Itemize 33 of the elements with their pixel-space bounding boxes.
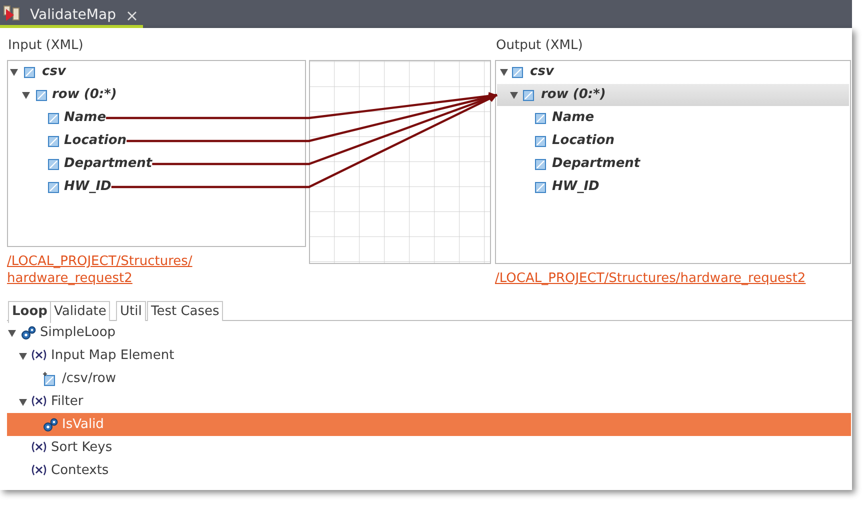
tab-title: ValidateMap <box>30 7 116 23</box>
mapping-line <box>111 94 498 188</box>
panel-heading: Output (XML) <box>496 38 583 54</box>
tree-item-label: Department <box>552 156 640 172</box>
selected-row <box>497 84 849 106</box>
tree-item-label: Input Map Element <box>51 348 174 364</box>
tree-item-label: row (0:*) <box>541 87 606 103</box>
tab: Util <box>116 301 146 321</box>
tree-item-label: csv <box>42 64 66 80</box>
tree-item-label: Location <box>552 133 615 149</box>
tab: Loop <box>8 301 52 323</box>
file-path-link: /LOCAL_PROJECT/Structures/hardware_request2 <box>495 270 806 287</box>
mapping-line <box>126 93 498 142</box>
tree-item-label: Name <box>552 110 594 126</box>
tree-item-label: Sort Keys <box>51 440 112 456</box>
tree-item-label: HW_ID <box>552 179 600 195</box>
tree-item-label: Filter <box>51 394 84 410</box>
tab: Validate <box>50 301 110 321</box>
tree-item-label: IsValid <box>62 417 104 433</box>
mapping-line <box>152 94 498 166</box>
tree-item-label: /csv/row <box>62 371 116 387</box>
file-path-link: /LOCAL_PROJECT/Structures/hardware_request2 <box>7 253 194 287</box>
tree-item-label: SimpleLoop <box>40 325 116 341</box>
mapping-line <box>106 92 498 120</box>
tab: Test Cases <box>147 301 224 321</box>
tree-item-label: Department <box>64 156 152 172</box>
tree-item-label: csv <box>530 64 554 80</box>
tree-item-label: row (0:*) <box>52 87 117 103</box>
tree-item-label: Contexts <box>51 463 109 479</box>
tree-item-label: Location <box>64 133 127 149</box>
panel-heading: Input (XML) <box>8 38 84 54</box>
tree-item-label: Name <box>64 110 106 126</box>
tree-item-label: HW_ID <box>64 179 112 195</box>
